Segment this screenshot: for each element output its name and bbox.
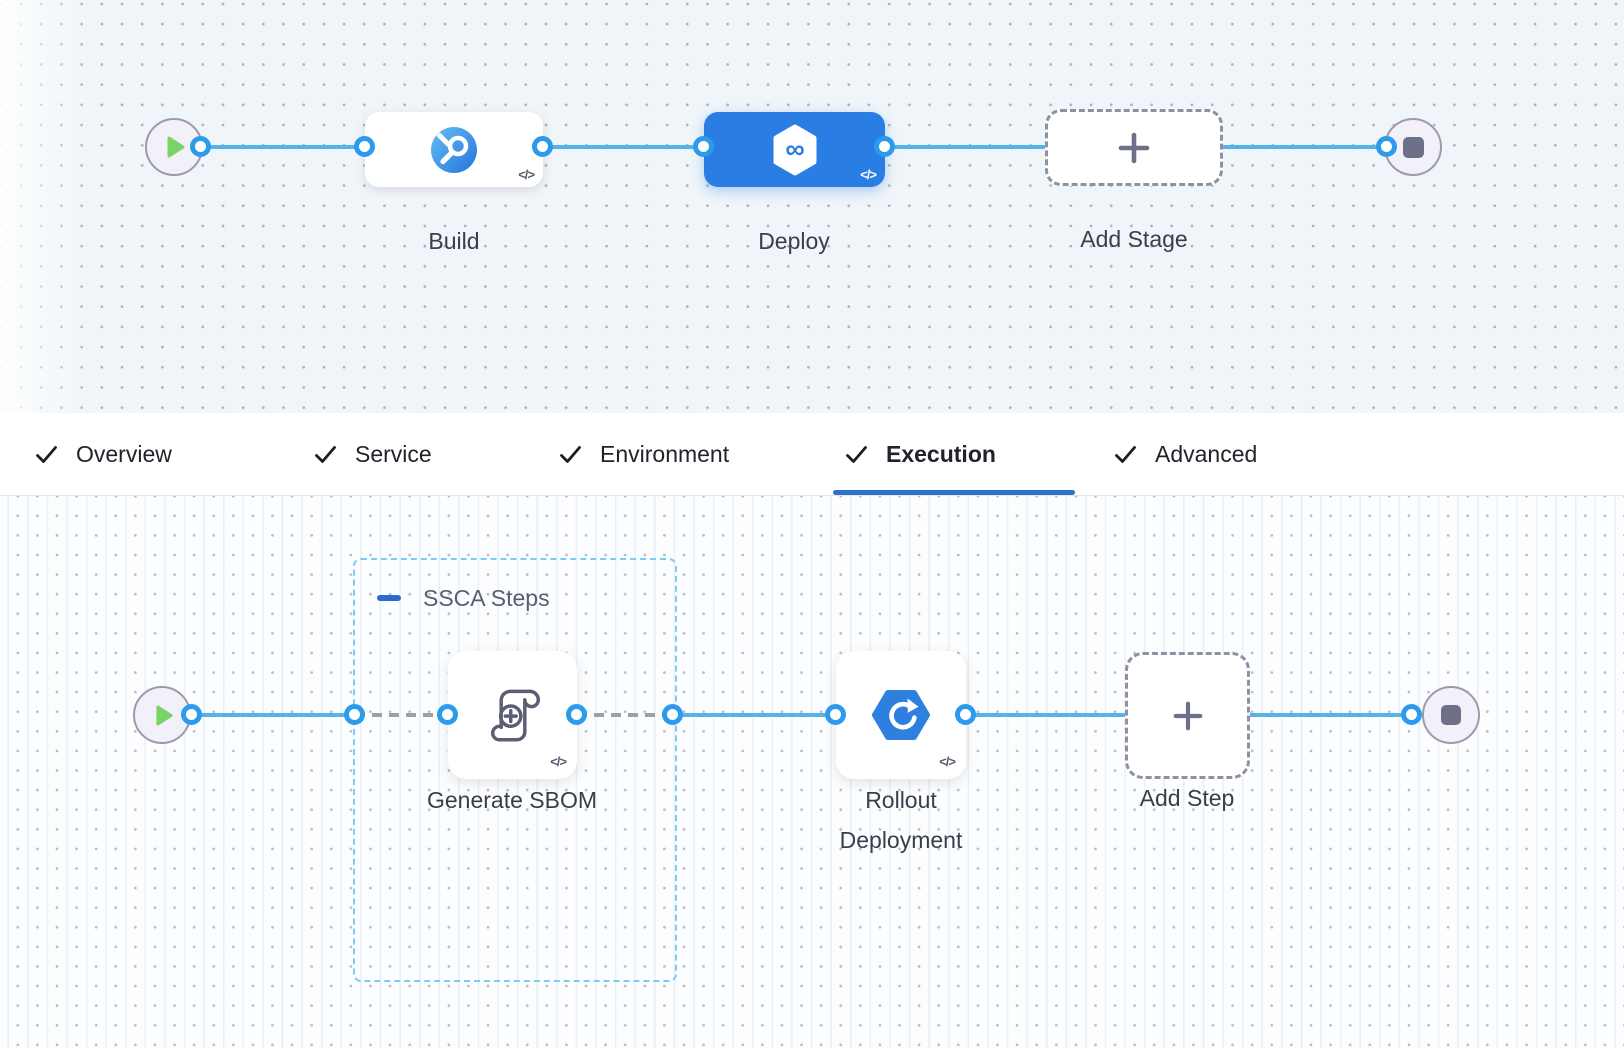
connector-port[interactable] (874, 136, 895, 157)
connector-port[interactable] (437, 704, 458, 725)
add-step-label: Add Step (1139, 785, 1235, 811)
connector-port[interactable] (532, 136, 553, 157)
check-icon (560, 445, 581, 463)
edge-addstep-end (1250, 713, 1412, 717)
connector-port[interactable] (955, 704, 976, 725)
check-icon (846, 445, 867, 463)
tab-label: Execution (886, 440, 996, 467)
code-view-icon: </> (860, 167, 877, 182)
edge-rollout-addstep (966, 713, 1125, 717)
stage-canvas[interactable]: </> ∞ </> Build Deploy Add (0, 0, 1624, 413)
edge-build-deploy (543, 145, 704, 149)
add-stage-button[interactable] (1045, 109, 1223, 186)
tab-service[interactable]: Service (312, 413, 432, 495)
tab-label: Environment (600, 440, 730, 467)
sbom-scroll-icon (490, 689, 540, 742)
step-rollout-deployment[interactable]: </> (836, 651, 966, 779)
play-icon (167, 136, 185, 158)
edge-group-sbom (355, 713, 448, 717)
connector-port[interactable] (566, 704, 587, 725)
tab-advanced[interactable]: Advanced (1112, 413, 1257, 495)
stage-label-deploy: Deploy (758, 228, 830, 254)
step-group-ssca: SSCA Steps (353, 558, 677, 982)
edge-sbom-group (577, 713, 673, 717)
step-label-rollout-deployment: Rollout Deployment (839, 787, 963, 853)
stage-build[interactable]: </> (365, 112, 543, 187)
code-view-icon: </> (939, 754, 956, 769)
step-group-header: SSCA Steps (377, 584, 550, 612)
tab-label: Service (355, 440, 432, 467)
connector-port[interactable] (354, 136, 375, 157)
connector-port[interactable] (693, 136, 714, 157)
ci-build-icon (431, 126, 477, 173)
play-icon (155, 705, 173, 725)
active-tab-underline (833, 490, 1075, 495)
code-view-icon: </> (550, 754, 567, 769)
cd-deploy-icon: ∞ (773, 124, 816, 175)
edge-start-build (201, 145, 365, 149)
plus-icon (1118, 132, 1150, 163)
tab-label: Overview (76, 440, 172, 467)
check-icon (315, 445, 336, 463)
tab-overview[interactable]: Overview (33, 413, 172, 495)
execution-end-node (1422, 686, 1480, 744)
stage-config-tabs: Overview Service Environment Execution A… (0, 413, 1624, 496)
stage-label-build: Build (428, 228, 480, 254)
check-icon (36, 445, 57, 463)
edge-deploy-addstage (885, 145, 1045, 149)
connector-port[interactable] (825, 704, 846, 725)
connector-port[interactable] (1376, 136, 1397, 157)
step-group-title: SSCA Steps (423, 585, 550, 611)
code-view-icon: </> (518, 167, 535, 182)
edge-group-rollout (673, 713, 836, 717)
svg-text:∞: ∞ (785, 134, 804, 164)
check-icon (1115, 445, 1136, 463)
tab-label: Advanced (1155, 440, 1258, 467)
collapse-group-icon[interactable] (377, 595, 401, 601)
stop-icon (1441, 705, 1461, 725)
execution-canvas[interactable]: SSCA Steps </> (0, 495, 1624, 1048)
edge-start-group (192, 713, 355, 717)
tab-execution[interactable]: Execution (843, 413, 996, 495)
connector-port[interactable] (181, 704, 202, 725)
connector-port[interactable] (1401, 704, 1422, 725)
connector-port[interactable] (190, 136, 211, 157)
step-label-generate-sbom: Generate SBOM (426, 787, 598, 813)
edge-addstage-end (1223, 145, 1387, 149)
stop-icon (1402, 136, 1424, 158)
rollout-icon (872, 690, 930, 740)
add-stage-label: Add Stage (1080, 226, 1188, 252)
tab-environment[interactable]: Environment (557, 413, 729, 495)
connector-port[interactable] (662, 704, 683, 725)
plus-icon (1173, 701, 1202, 730)
stage-deploy[interactable]: ∞ </> (704, 112, 885, 187)
add-step-button[interactable] (1125, 652, 1250, 779)
connector-port[interactable] (344, 704, 365, 725)
step-generate-sbom[interactable]: </> (448, 651, 577, 779)
